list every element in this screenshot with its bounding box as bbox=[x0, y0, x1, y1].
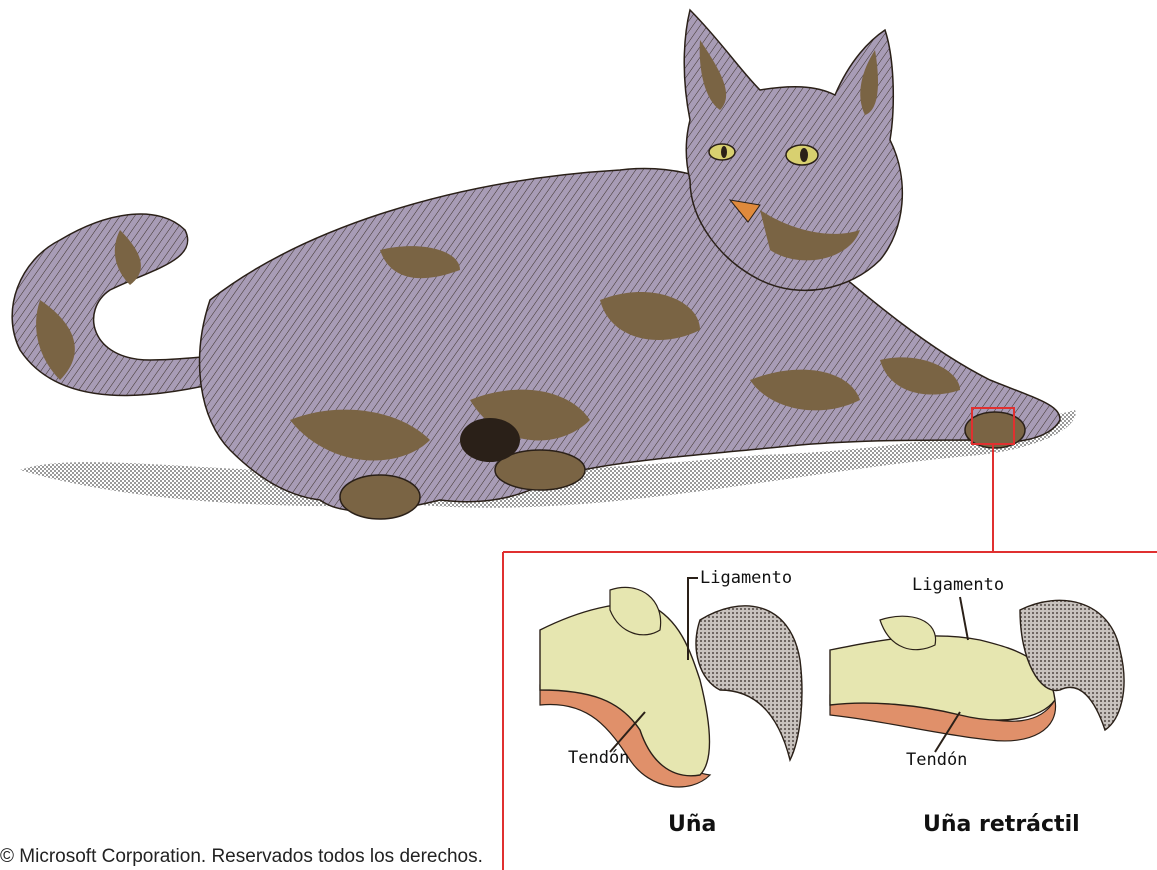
ligament-pointer bbox=[960, 597, 968, 640]
label-tendon-left: Tendón bbox=[568, 748, 629, 768]
label-ligament-right: Ligamento bbox=[912, 575, 1004, 595]
claw-shape bbox=[696, 606, 802, 760]
cat-illustration bbox=[12, 10, 1076, 519]
caption-retractile-claw: Uña retráctil bbox=[923, 812, 1080, 837]
label-tendon-right: Tendón bbox=[906, 750, 967, 770]
claw-diagram-retracted bbox=[830, 597, 1124, 752]
copyright-notice: © Microsoft Corporation. Reservados todo… bbox=[0, 846, 483, 868]
cat-hind-paw bbox=[340, 475, 420, 519]
cat-body bbox=[200, 168, 1060, 511]
cat-front-paw bbox=[965, 412, 1025, 448]
label-ligament-left: Ligamento bbox=[700, 568, 792, 588]
caption-claw: Uña bbox=[668, 812, 716, 837]
